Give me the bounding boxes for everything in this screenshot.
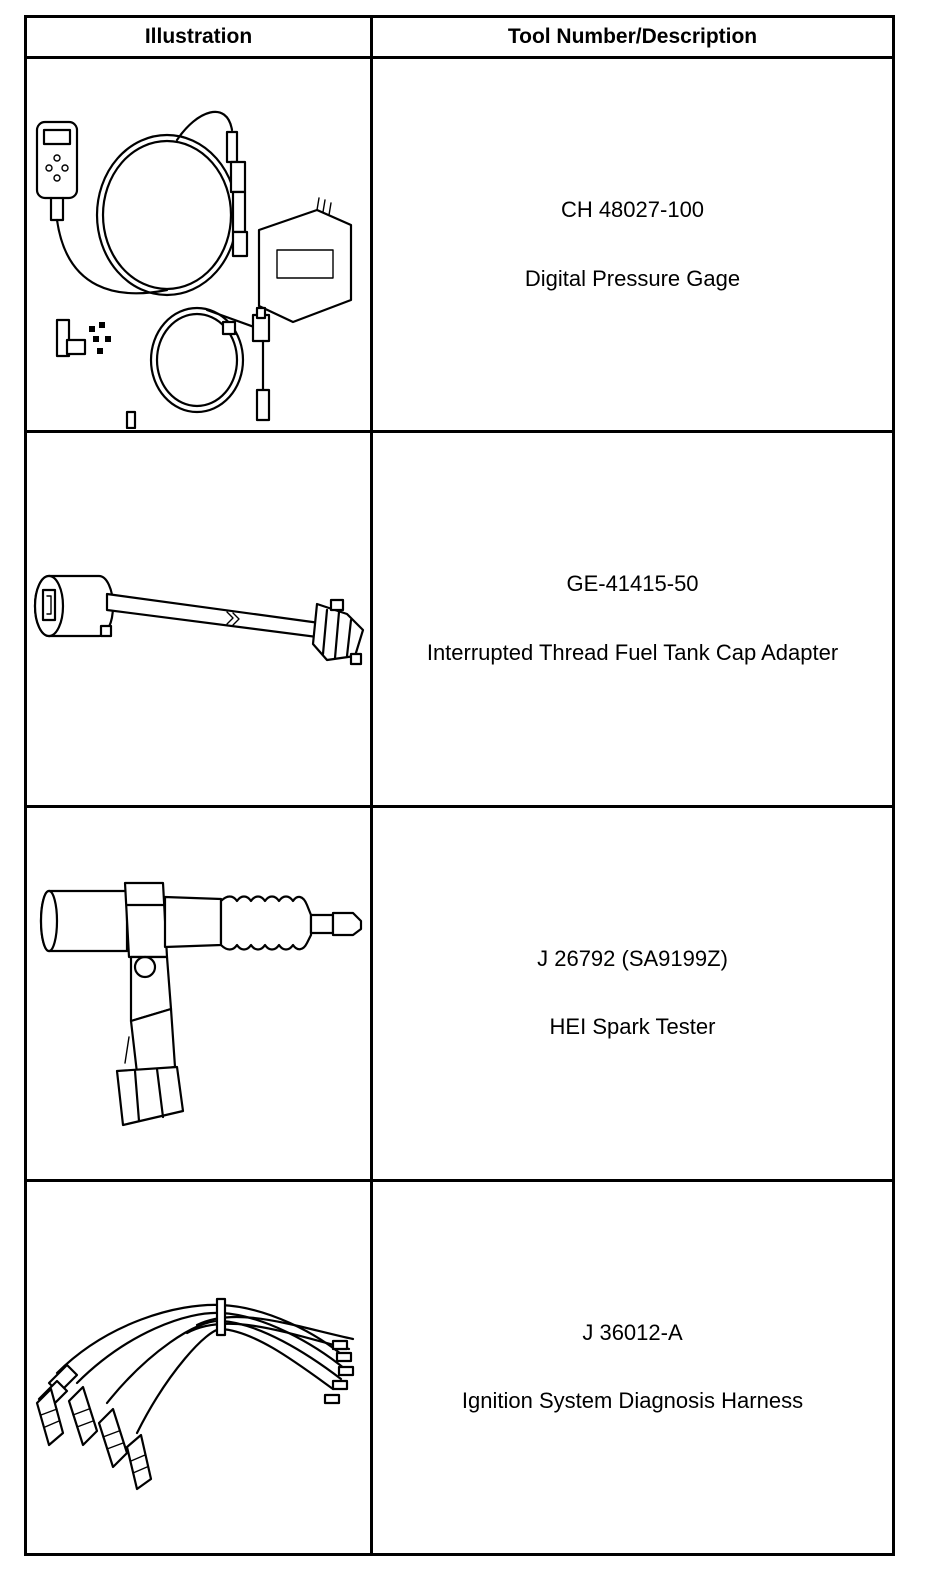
description-cell: J 36012-A Ignition System Diagnosis Harn… [370,1178,895,1557]
table-row: CH 48027-100 Digital Pressure Gage [24,55,895,434]
tool-number: J 26792 (SA9199Z) [537,945,728,971]
illustration-cell [24,430,373,808]
tool-number: GE-41415-50 [566,571,699,597]
tool-description: Ignition System Diagnosis Harness [461,1388,804,1414]
tool-number: CH 48027-100 [560,197,705,223]
header-row: Illustration Tool Number/Description [24,15,895,59]
illustration-cell [24,804,373,1182]
tool-header: Tool Number/Description [370,15,895,59]
diagnosis-harness-icon [35,1297,355,1490]
illustration-cell [24,1178,373,1557]
description-cell: J 26792 (SA9199Z) HEI Spark Tester [370,804,895,1182]
description-cell: CH 48027-100 Digital Pressure Gage [370,55,895,434]
illustration-header: Illustration [24,15,373,59]
digital-pressure-gage-icon [35,110,353,429]
fuel-tank-cap-adapter-icon [33,575,365,666]
tool-description: Interrupted Thread Fuel Tank Cap Adapter [426,639,839,665]
tool-table: Illustration Tool Number/Description [24,15,895,1557]
description-cell: GE-41415-50 Interrupted Thread Fuel Tank… [370,430,895,808]
tool-description: HEI Spark Tester [549,1014,716,1040]
table-row: J 36012-A Ignition System Diagnosis Harn… [24,1178,895,1557]
spark-tester-icon [39,881,363,1126]
tool-number: J 36012-A [582,1319,683,1345]
table-row: GE-41415-50 Interrupted Thread Fuel Tank… [24,430,895,808]
illustration-cell [24,55,373,434]
table-row: J 26792 (SA9199Z) HEI Spark Tester [24,804,895,1182]
tool-description: Digital Pressure Gage [524,265,741,291]
